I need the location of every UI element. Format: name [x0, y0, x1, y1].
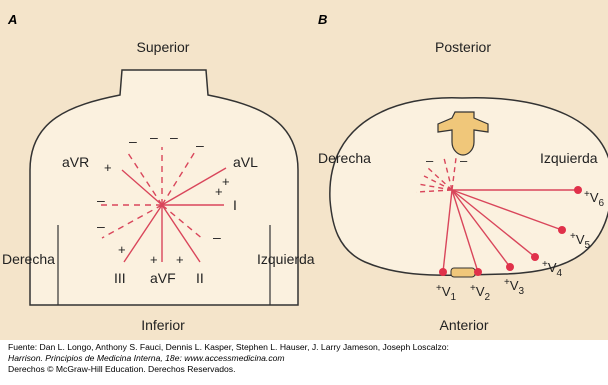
- ecg-leads-figure: A Superior Inferior Derecha Izquierda aV…: [0, 0, 608, 340]
- lead-label-v3: +V3: [504, 277, 525, 297]
- source-credit: Fuente: Dan L. Longo, Anthony S. Fauci, …: [8, 342, 608, 375]
- panel-a-bottom-label: Inferior: [141, 317, 185, 333]
- lead-label-v2: +V2: [470, 283, 491, 303]
- panel-b-top-label: Posterior: [435, 39, 491, 55]
- lead-label-iii: III: [114, 270, 126, 286]
- lead-label-ii: II: [196, 270, 204, 286]
- electrode-v2: [474, 268, 482, 276]
- plus-sign: +: [118, 242, 126, 257]
- minus-sign: –: [170, 129, 178, 145]
- minus-sign: –: [460, 153, 468, 168]
- electrode-v1: [439, 268, 447, 276]
- panel-a-letter: A: [7, 12, 17, 27]
- minus-sign: –: [97, 218, 105, 234]
- minus-sign: –: [150, 129, 158, 145]
- minus-sign: –: [426, 153, 434, 168]
- electrode-v4: [531, 253, 539, 261]
- lead-label-avl: aVL: [233, 154, 258, 170]
- panel-b-right-label: Izquierda: [540, 150, 598, 166]
- minus-sign: –: [97, 192, 105, 208]
- panel-b-left-label: Derecha: [318, 150, 371, 166]
- lead-label-avr: aVR: [62, 154, 89, 170]
- plus-sign: +: [150, 252, 158, 267]
- electrode-v6: [574, 186, 582, 194]
- panel-a-left-label: Derecha: [2, 251, 55, 267]
- panel-b-letter: B: [318, 12, 327, 27]
- panel-b-bottom-label: Anterior: [439, 317, 488, 333]
- minus-sign: –: [213, 229, 221, 245]
- electrode-v3: [506, 263, 514, 271]
- plus-sign: +: [176, 252, 184, 267]
- credit-line-book: Harrison. Principios de Medicina Interna…: [8, 353, 608, 364]
- credit-line-rights: Derechos © McGraw-Hill Education. Derech…: [8, 364, 608, 375]
- plus-sign: +: [104, 160, 112, 175]
- plus-sign: +: [215, 184, 223, 199]
- plus-sign: +: [222, 174, 230, 189]
- lead-label-i: I: [233, 197, 237, 213]
- electrode-v5: [558, 226, 566, 234]
- panel-a-right-label: Izquierda: [257, 251, 315, 267]
- lead-label-avf: aVF: [150, 270, 176, 286]
- lead-label-v1: +V1: [436, 283, 457, 303]
- minus-sign: –: [129, 133, 137, 149]
- sternum-icon: [451, 268, 475, 277]
- panel-a-top-label: Superior: [137, 39, 190, 55]
- minus-sign: –: [196, 137, 204, 153]
- credit-line-authors: Fuente: Dan L. Longo, Anthony S. Fauci, …: [8, 342, 608, 353]
